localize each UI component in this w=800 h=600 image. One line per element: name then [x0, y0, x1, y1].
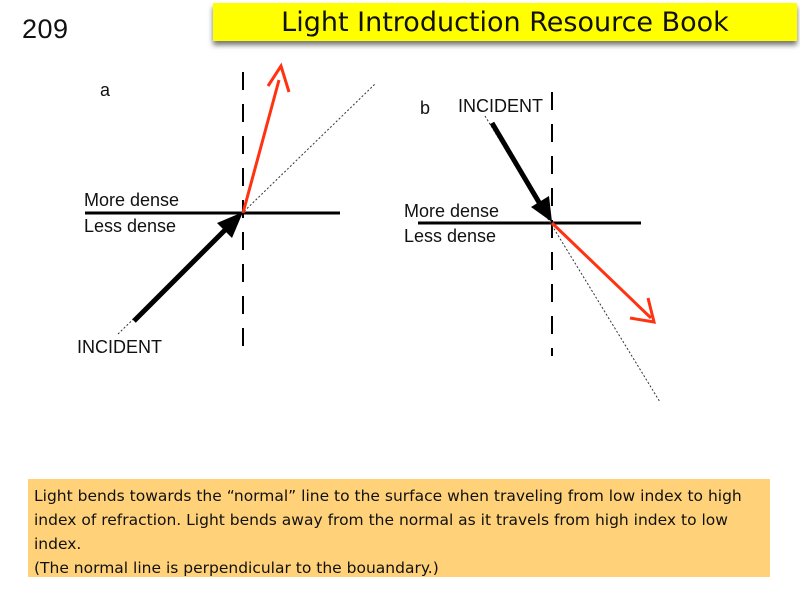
diagram-a-refracted-ray [241, 79, 281, 214]
caption-main-text: Light bends towards the “normal” line to… [34, 487, 742, 553]
diagram-a: a More dense Less dense INCIDENT [77, 62, 376, 358]
title-banner: Light Introduction Resource Book [213, 3, 797, 41]
diagram-a-incident-ray [132, 225, 230, 323]
caption-note-text: (The normal line is perpendicular to the… [34, 559, 439, 577]
caption-box: Light bends towards the “normal” line to… [28, 479, 770, 577]
diagram-b-incident-label: INCIDENT [458, 96, 543, 116]
diagram-a-more-dense-label: More dense [84, 190, 179, 210]
diagram-b-less-dense-label: Less dense [404, 226, 496, 246]
diagram-b-more-dense-label: More dense [404, 201, 499, 221]
diagram-b-incident-arrowhead [531, 196, 552, 222]
refraction-diagram: a More dense Less dense INCIDENT b Mor [77, 62, 661, 403]
diagram-a-incident-label: INCIDENT [77, 337, 162, 357]
diagram-a-incident-arrowhead [217, 212, 243, 238]
page-number: 209 [22, 14, 69, 44]
diagram-b-label: b [420, 98, 430, 118]
diagram-b-incident-ray [489, 121, 543, 206]
diagram-a-label: a [100, 80, 111, 100]
diagram-a-less-dense-label: Less dense [84, 216, 176, 236]
diagram-b-refracted-arrowhead [629, 297, 657, 324]
diagram-b-refracted-ray [550, 221, 653, 320]
page-title: Light Introduction Resource Book [281, 6, 729, 38]
diagram-a-refracted-arrowhead [266, 62, 291, 93]
diagram-b: b More dense Less dense INCIDENT [404, 92, 661, 403]
